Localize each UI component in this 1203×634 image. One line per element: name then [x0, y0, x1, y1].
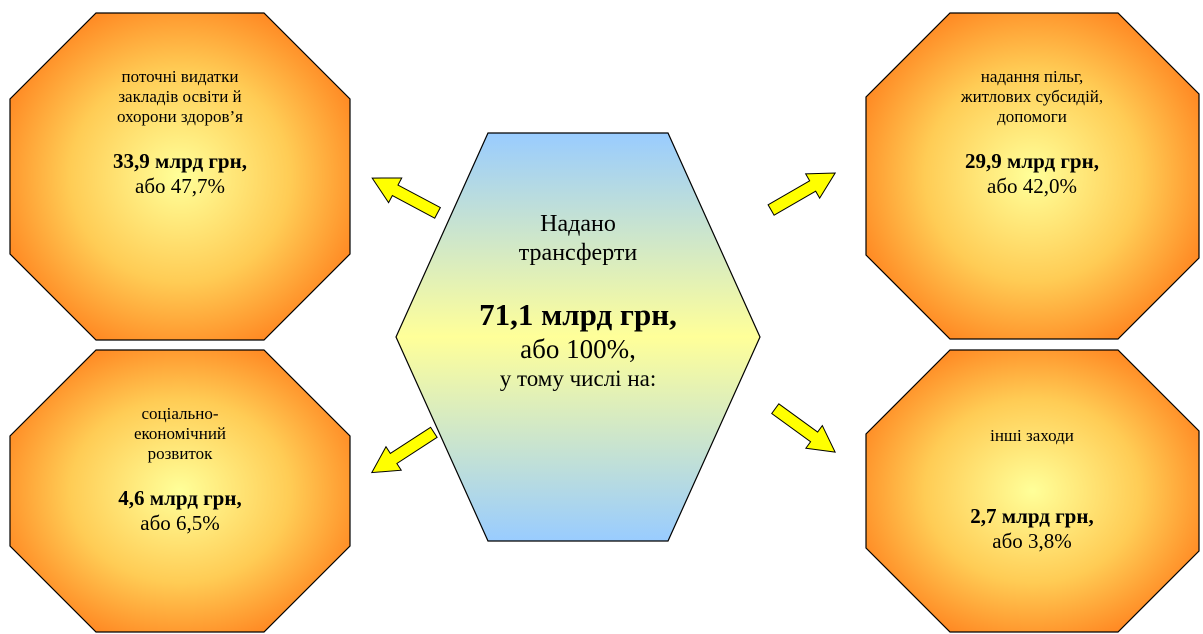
box-top-right-amount: 29,9 млрд грн, [965, 149, 1099, 174]
box-top-right-line3: допомоги [997, 107, 1067, 127]
box-bottom-left-line1: соціально- [141, 404, 219, 423]
octagon-top-left [9, 12, 351, 341]
center-hexagon [395, 132, 761, 542]
box-top-left-percent: або 47,7% [135, 173, 225, 198]
arrow-to-bottom-left [370, 426, 438, 474]
center-subtitle: у тому числі на: [499, 366, 657, 392]
box-top-right-line2: житлових субсидій, [960, 87, 1104, 107]
box-top-right-line1: надання пільг, [980, 67, 1084, 86]
box-top-left-amount: 33,9 млрд грн, [113, 149, 247, 174]
box-bottom-left-text: соціально- економічний розвиток 4,6 млрд… [30, 404, 330, 536]
box-top-left-text: поточні видатки закладів освіти й охорон… [30, 67, 330, 199]
octagon-bottom-right [865, 349, 1200, 633]
center-title-line2: трансферти [518, 239, 638, 266]
box-bottom-left-line3: розвиток [147, 444, 213, 464]
octagon-top-right [865, 12, 1200, 340]
box-bottom-right-amount: 2,7 млрд грн, [970, 504, 1094, 529]
box-bottom-right-line1: інші заходи [990, 426, 1074, 445]
box-top-right-text: надання пільг, житлових субсидій, допомо… [882, 67, 1182, 199]
center-percent: або 100%, [520, 333, 636, 364]
box-bottom-right-text: інші заходи 2,7 млрд грн, або 3,8% [882, 426, 1182, 554]
box-top-left-line2: закладів освіти й [118, 87, 242, 107]
box-bottom-left-line2: економічний [133, 424, 227, 444]
center-amount: 71,1 млрд грн, [479, 296, 677, 332]
arrow-to-top-left [371, 177, 442, 219]
center-text: Надано трансферти 71,1 млрд грн, або 100… [430, 210, 726, 393]
box-bottom-right-percent: або 3,8% [992, 528, 1072, 553]
box-top-right-percent: або 42,0% [987, 173, 1077, 198]
octagon-bottom-left [9, 349, 351, 633]
arrow-to-bottom-right [771, 403, 836, 453]
box-top-left-line1: поточні видатки [121, 67, 239, 86]
center-title-line1: Надано [540, 211, 616, 237]
box-bottom-left-amount: 4,6 млрд грн, [118, 486, 242, 511]
box-bottom-left-percent: або 6,5% [140, 510, 220, 535]
box-top-left-line3: охорони здоров’я [117, 107, 243, 127]
arrow-to-top-right [767, 172, 837, 216]
